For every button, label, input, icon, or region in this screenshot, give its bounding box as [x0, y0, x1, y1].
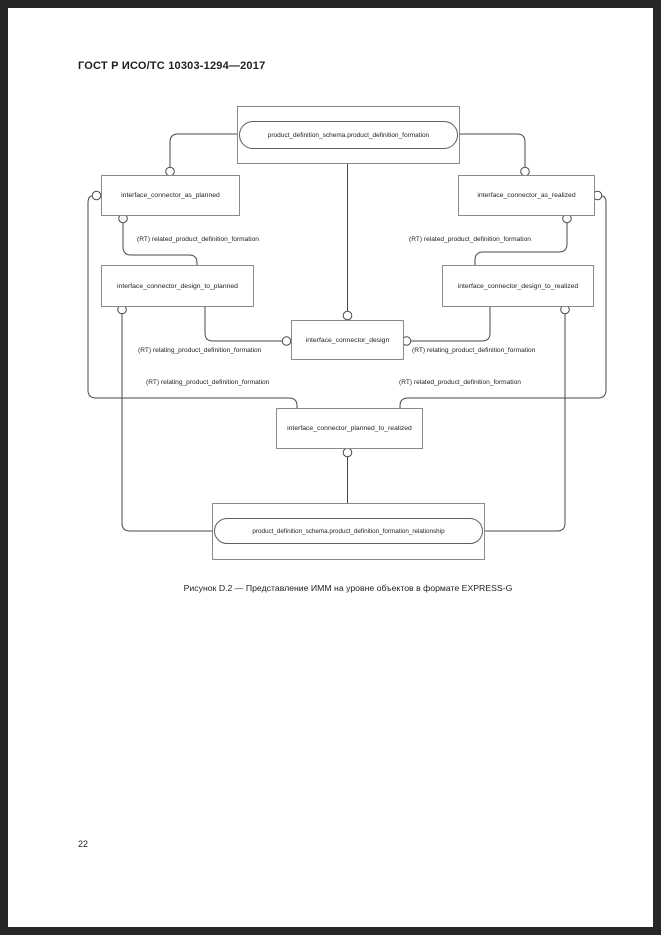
- entity-product-definition-formation-relationship: product_definition_schema.product_defini…: [214, 518, 483, 544]
- entity-interface-connector-design-to-planned: interface_connector_design_to_planned: [101, 265, 254, 307]
- entity-interface-connector-planned-to-realized: interface_connector_planned_to_realized: [276, 408, 423, 449]
- connector-topref-to-as-planned: [165, 133, 238, 177]
- label-relating-lower-left: (RT) relating_product_definition_formati…: [146, 379, 270, 386]
- connector-design-to-planned-to-design: [204, 305, 292, 346]
- connector-planned-to-realized-to-bottomref: [342, 447, 353, 503]
- connector-design-to-planned-to-bottomref: [117, 304, 214, 532]
- page-number: 22: [78, 839, 89, 849]
- connector-design-to-realized-to-bottomref: [481, 304, 570, 532]
- figure-caption: Рисунок D.2 — Представление ИММ на уровн…: [183, 583, 513, 593]
- entity-interface-connector-as-realized: interface_connector_as_realized: [458, 175, 595, 216]
- label-relating-mid-left: (RT) relating_product_definition_formati…: [138, 347, 262, 354]
- entity-interface-connector-design-to-realized: interface_connector_design_to_realized: [442, 265, 594, 307]
- label-related-right: (RT) related_product_definition_formatio…: [409, 236, 531, 243]
- connector-as-planned-to-design-to-planned: [118, 213, 198, 265]
- connector-as-realized-to-planned-to-realized: [399, 190, 607, 408]
- entity-interface-connector-as-planned: interface_connector_as_planned: [101, 175, 240, 216]
- page-header: ГОСТ Р ИСО/ТС 10303-1294—2017: [78, 60, 266, 72]
- entity-interface-connector-design: interface_connector_design: [291, 320, 404, 360]
- label-relating-mid-right: (RT) relating_product_definition_formati…: [412, 347, 536, 354]
- connector-topref-to-as-realized: [457, 133, 530, 177]
- connector-as-planned-to-planned-to-realized: [87, 190, 298, 408]
- connector-design-to-realized-to-design: [401, 305, 491, 346]
- entity-product-definition-formation: product_definition_schema.product_defini…: [239, 121, 458, 149]
- label-related-lower-right: (RT) related_product_definition_formatio…: [399, 379, 521, 386]
- label-related-left: (RT) related_product_definition_formatio…: [137, 236, 259, 243]
- connector-topref-to-design: [342, 162, 353, 321]
